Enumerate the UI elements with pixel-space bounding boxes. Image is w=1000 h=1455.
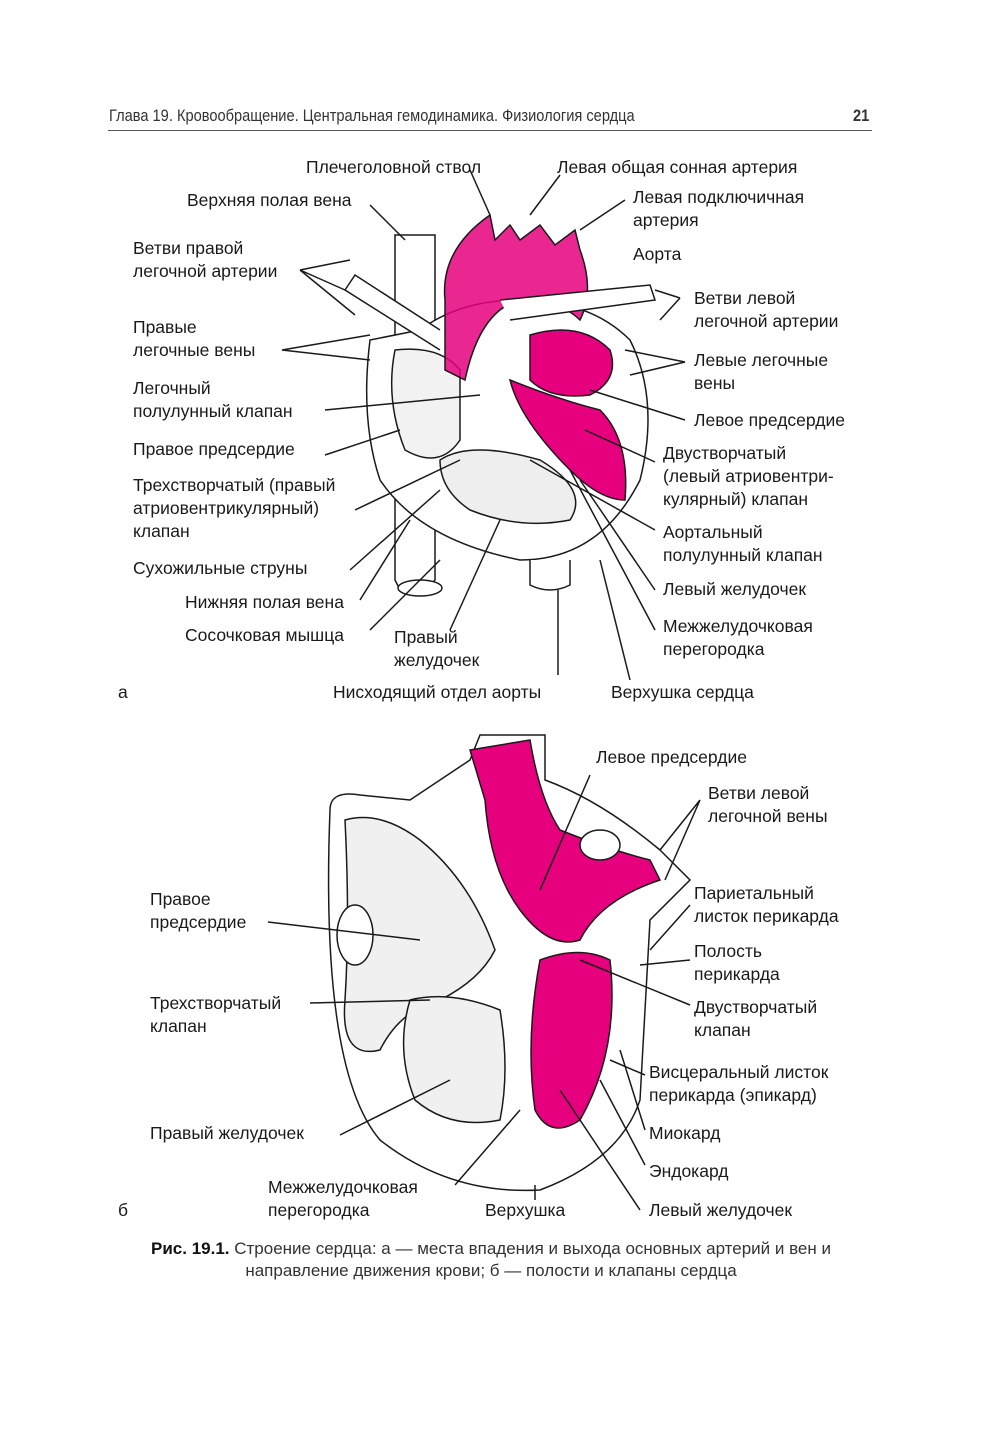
label-left-pulmonary-artery: Ветви левой легочной артерии <box>694 288 839 331</box>
label-tricuspid-valve-b: Трехстворчатый клапан <box>150 993 282 1036</box>
label-chordae-tendineae: Сухожильные струны <box>133 558 308 578</box>
label-right-atrium-b: Правое предсердие <box>150 889 247 932</box>
label-left-subclavian: Левая подключичная артерия <box>633 187 805 230</box>
running-header-title: Глава 19. Кровообращение. Центральная ге… <box>109 106 635 125</box>
label-right-pulmonary-artery: Ветви правой легочной артерии <box>133 238 278 281</box>
label-heart-apex: Верхушка сердца <box>611 682 754 702</box>
label-pulmonary-valve: Легочный полулунный клапан <box>133 378 293 421</box>
label-left-common-carotid: Левая общая сонная артерия <box>557 157 798 177</box>
label-right-pulmonary-veins: Правые легочные вены <box>133 317 256 360</box>
label-parietal-pericardium: Париетальный листок перикарда <box>694 883 839 926</box>
label-aorta: Аорта <box>633 244 682 264</box>
label-myocardium: Миокард <box>649 1123 721 1143</box>
label-brachiocephalic-trunk: Плечеголовной ствол <box>306 157 482 177</box>
label-interventricular-septum-b: Межжелудочковая перегородка <box>268 1177 418 1220</box>
label-pericardial-cavity: Полость перикарда <box>694 941 780 984</box>
label-tricuspid-valve: Трехстворчатый (правый атриовентрикулярн… <box>133 475 336 541</box>
label-mitral-valve-b: Двустворчатый клапан <box>694 997 818 1040</box>
header-rule <box>108 130 872 131</box>
label-epicardium: Висцеральный листок перикарда (эпикард) <box>649 1062 829 1105</box>
label-papillary-muscle: Сосочковая мышца <box>185 625 344 645</box>
label-right-ventricle: Правый желудочек <box>394 627 480 670</box>
label-mitral-valve: Двустворчатый (левый атриовентри- кулярн… <box>663 443 834 509</box>
panel-letter-b: б <box>118 1200 129 1220</box>
panel-letter-a: а <box>118 682 128 702</box>
caption-label: Рис. 19.1. <box>151 1239 230 1258</box>
label-superior-vena-cava: Верхняя полая вена <box>187 190 352 210</box>
label-endocardium: Эндокард <box>649 1161 729 1181</box>
label-left-atrium-b: Левое предсердие <box>596 747 747 767</box>
label-left-pulmonary-veins: Левые легочные вены <box>694 350 829 393</box>
label-inferior-vena-cava: Нижняя полая вена <box>185 592 344 612</box>
label-left-pulmonary-vein-branches: Ветви левой легочной вены <box>708 783 828 826</box>
label-apex-b: Верхушка <box>485 1200 566 1220</box>
label-descending-aorta: Нисходящий отдел аорты <box>333 682 542 702</box>
label-interventricular-septum: Межжелудочковая перегородка <box>663 616 813 659</box>
page-number: 21 <box>853 106 870 125</box>
label-right-atrium: Правое предсердие <box>133 439 295 459</box>
label-right-ventricle-b: Правый желудочек <box>150 1123 304 1143</box>
figure-caption: Рис. 19.1. Строение сердца: а — места вп… <box>108 1238 874 1282</box>
label-aortic-valve: Аортальный полулунный клапан <box>663 522 823 565</box>
label-left-ventricle-b: Левый желудочек <box>649 1200 793 1220</box>
label-left-atrium: Левое предсердие <box>694 410 845 430</box>
label-left-ventricle: Левый желудочек <box>663 579 807 599</box>
caption-text: Строение сердца: а — места впадения и вы… <box>229 1239 831 1280</box>
